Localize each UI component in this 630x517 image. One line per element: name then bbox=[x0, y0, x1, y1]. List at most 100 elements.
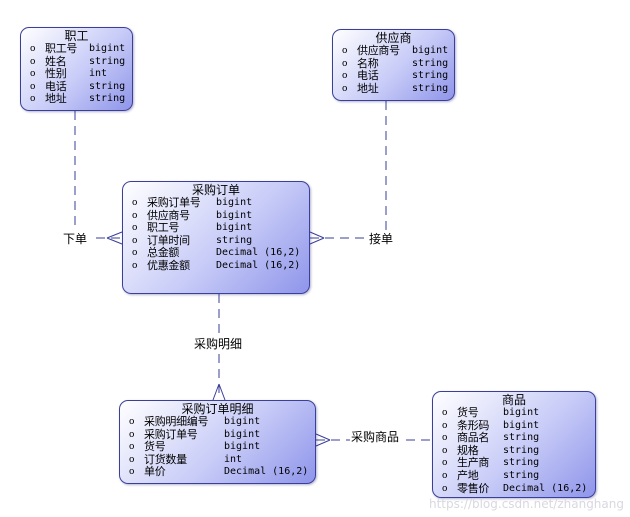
attribute-bullet: o bbox=[30, 94, 36, 105]
attribute-type: bigint bbox=[224, 441, 261, 453]
attribute-name: 货号 bbox=[144, 440, 166, 454]
attribute-bullet: o bbox=[129, 417, 135, 427]
attribute-row: o 采购明细编号 bigint bbox=[120, 415, 315, 429]
attribute-type: string bbox=[89, 80, 126, 92]
attribute-bullet: o bbox=[132, 260, 138, 271]
attribute-bullet: o bbox=[342, 46, 348, 56]
attribute-bullet: o bbox=[132, 210, 138, 221]
entity-title: 采购订单明细 bbox=[181, 402, 254, 416]
attribute-bullet: o bbox=[30, 81, 36, 92]
attribute-bullet: o bbox=[442, 483, 448, 494]
attribute-bullet: o bbox=[442, 420, 448, 431]
relationship-label-purchase-detail: 采购明细 bbox=[193, 335, 244, 352]
attribute-bullet: o bbox=[442, 408, 448, 418]
entity-title: 采购订单 bbox=[191, 183, 240, 197]
relationship-label-accept-order: 接单 bbox=[368, 230, 395, 247]
attribute-type: Decimal (16,2) bbox=[216, 247, 301, 259]
attribute-name: 性别 bbox=[45, 67, 67, 81]
attribute-row: o 供应商号 bigint bbox=[333, 44, 454, 58]
attribute-type: bigint bbox=[89, 43, 126, 54]
attribute-bullet: o bbox=[132, 198, 138, 208]
attribute-name: 产地 bbox=[457, 468, 479, 482]
attribute-bullet: o bbox=[30, 69, 36, 80]
attribute-bullet: o bbox=[342, 83, 348, 94]
attribute-type: bigint bbox=[224, 416, 261, 427]
crowfoot-supplier-order bbox=[309, 231, 325, 245]
attribute-bullet: o bbox=[442, 445, 448, 456]
attribute-name: 地址 bbox=[357, 81, 379, 95]
attribute-name: 采购明细编号 bbox=[144, 415, 209, 428]
attribute-type: bigint bbox=[224, 428, 261, 440]
entity-title: 商品 bbox=[501, 393, 526, 407]
attribute-type: bigint bbox=[216, 222, 253, 234]
attribute-type: string bbox=[503, 457, 540, 469]
attribute-name: 地址 bbox=[45, 92, 67, 106]
attribute-name: 优惠金额 bbox=[147, 258, 190, 272]
attribute-bullet: o bbox=[30, 44, 36, 54]
attribute-row: o 优惠金额 Decimal (16,2) bbox=[123, 258, 309, 273]
attribute-bullet: o bbox=[342, 71, 348, 82]
watermark-text: https://blog.csdn.net/zhanghang bbox=[428, 497, 624, 511]
crowfoot-order-detail bbox=[212, 383, 226, 401]
attribute-type: bigint bbox=[412, 45, 449, 56]
attribute-name: 姓名 bbox=[45, 54, 67, 68]
attribute-row: o 电话 string bbox=[21, 79, 132, 94]
attribute-row: o 采购订单号 bigint bbox=[120, 427, 315, 442]
attribute-name: 规格 bbox=[457, 443, 479, 457]
attribute-name: 订货数量 bbox=[144, 452, 187, 466]
attribute-name: 订单时间 bbox=[147, 233, 190, 247]
entity-title: 职工 bbox=[64, 29, 89, 43]
attribute-bullet: o bbox=[129, 454, 135, 465]
attribute-bullet: o bbox=[30, 56, 36, 67]
attribute-bullet: o bbox=[132, 223, 138, 234]
attribute-name: 单价 bbox=[144, 465, 166, 479]
attribute-type: int bbox=[224, 453, 243, 465]
attribute-name: 供应商号 bbox=[357, 44, 400, 57]
attribute-name: 电话 bbox=[45, 79, 67, 93]
attribute-name: 条形码 bbox=[457, 418, 490, 432]
attribute-type: string bbox=[503, 444, 540, 456]
attribute-bullet: o bbox=[129, 429, 135, 440]
attribute-name: 采购订单号 bbox=[144, 427, 198, 441]
attribute-type: bigint bbox=[216, 209, 253, 221]
attribute-type: string bbox=[503, 432, 540, 444]
entity-order-detail[interactable]: 采购订单明细 o 采购明细编号 bigint o 采购订单号 bigint o 货号 bigin… bbox=[119, 400, 316, 484]
relationship-label-purchase-product: 采购商品 bbox=[350, 428, 401, 445]
attribute-bullet: o bbox=[132, 248, 138, 259]
crowfoot-detail-product bbox=[315, 433, 331, 447]
attribute-type: Decimal (16,2) bbox=[216, 259, 301, 271]
attribute-row: o 规格 string bbox=[433, 443, 595, 458]
attribute-bullet: o bbox=[132, 235, 138, 246]
attribute-bullet: o bbox=[342, 58, 348, 69]
attribute-name: 采购订单号 bbox=[147, 196, 201, 209]
attribute-bullet: o bbox=[442, 458, 448, 469]
attribute-name: 名称 bbox=[357, 56, 379, 70]
attribute-name: 商品名 bbox=[457, 431, 490, 445]
attribute-type: bigint bbox=[503, 407, 540, 418]
attribute-type: string bbox=[412, 70, 449, 82]
